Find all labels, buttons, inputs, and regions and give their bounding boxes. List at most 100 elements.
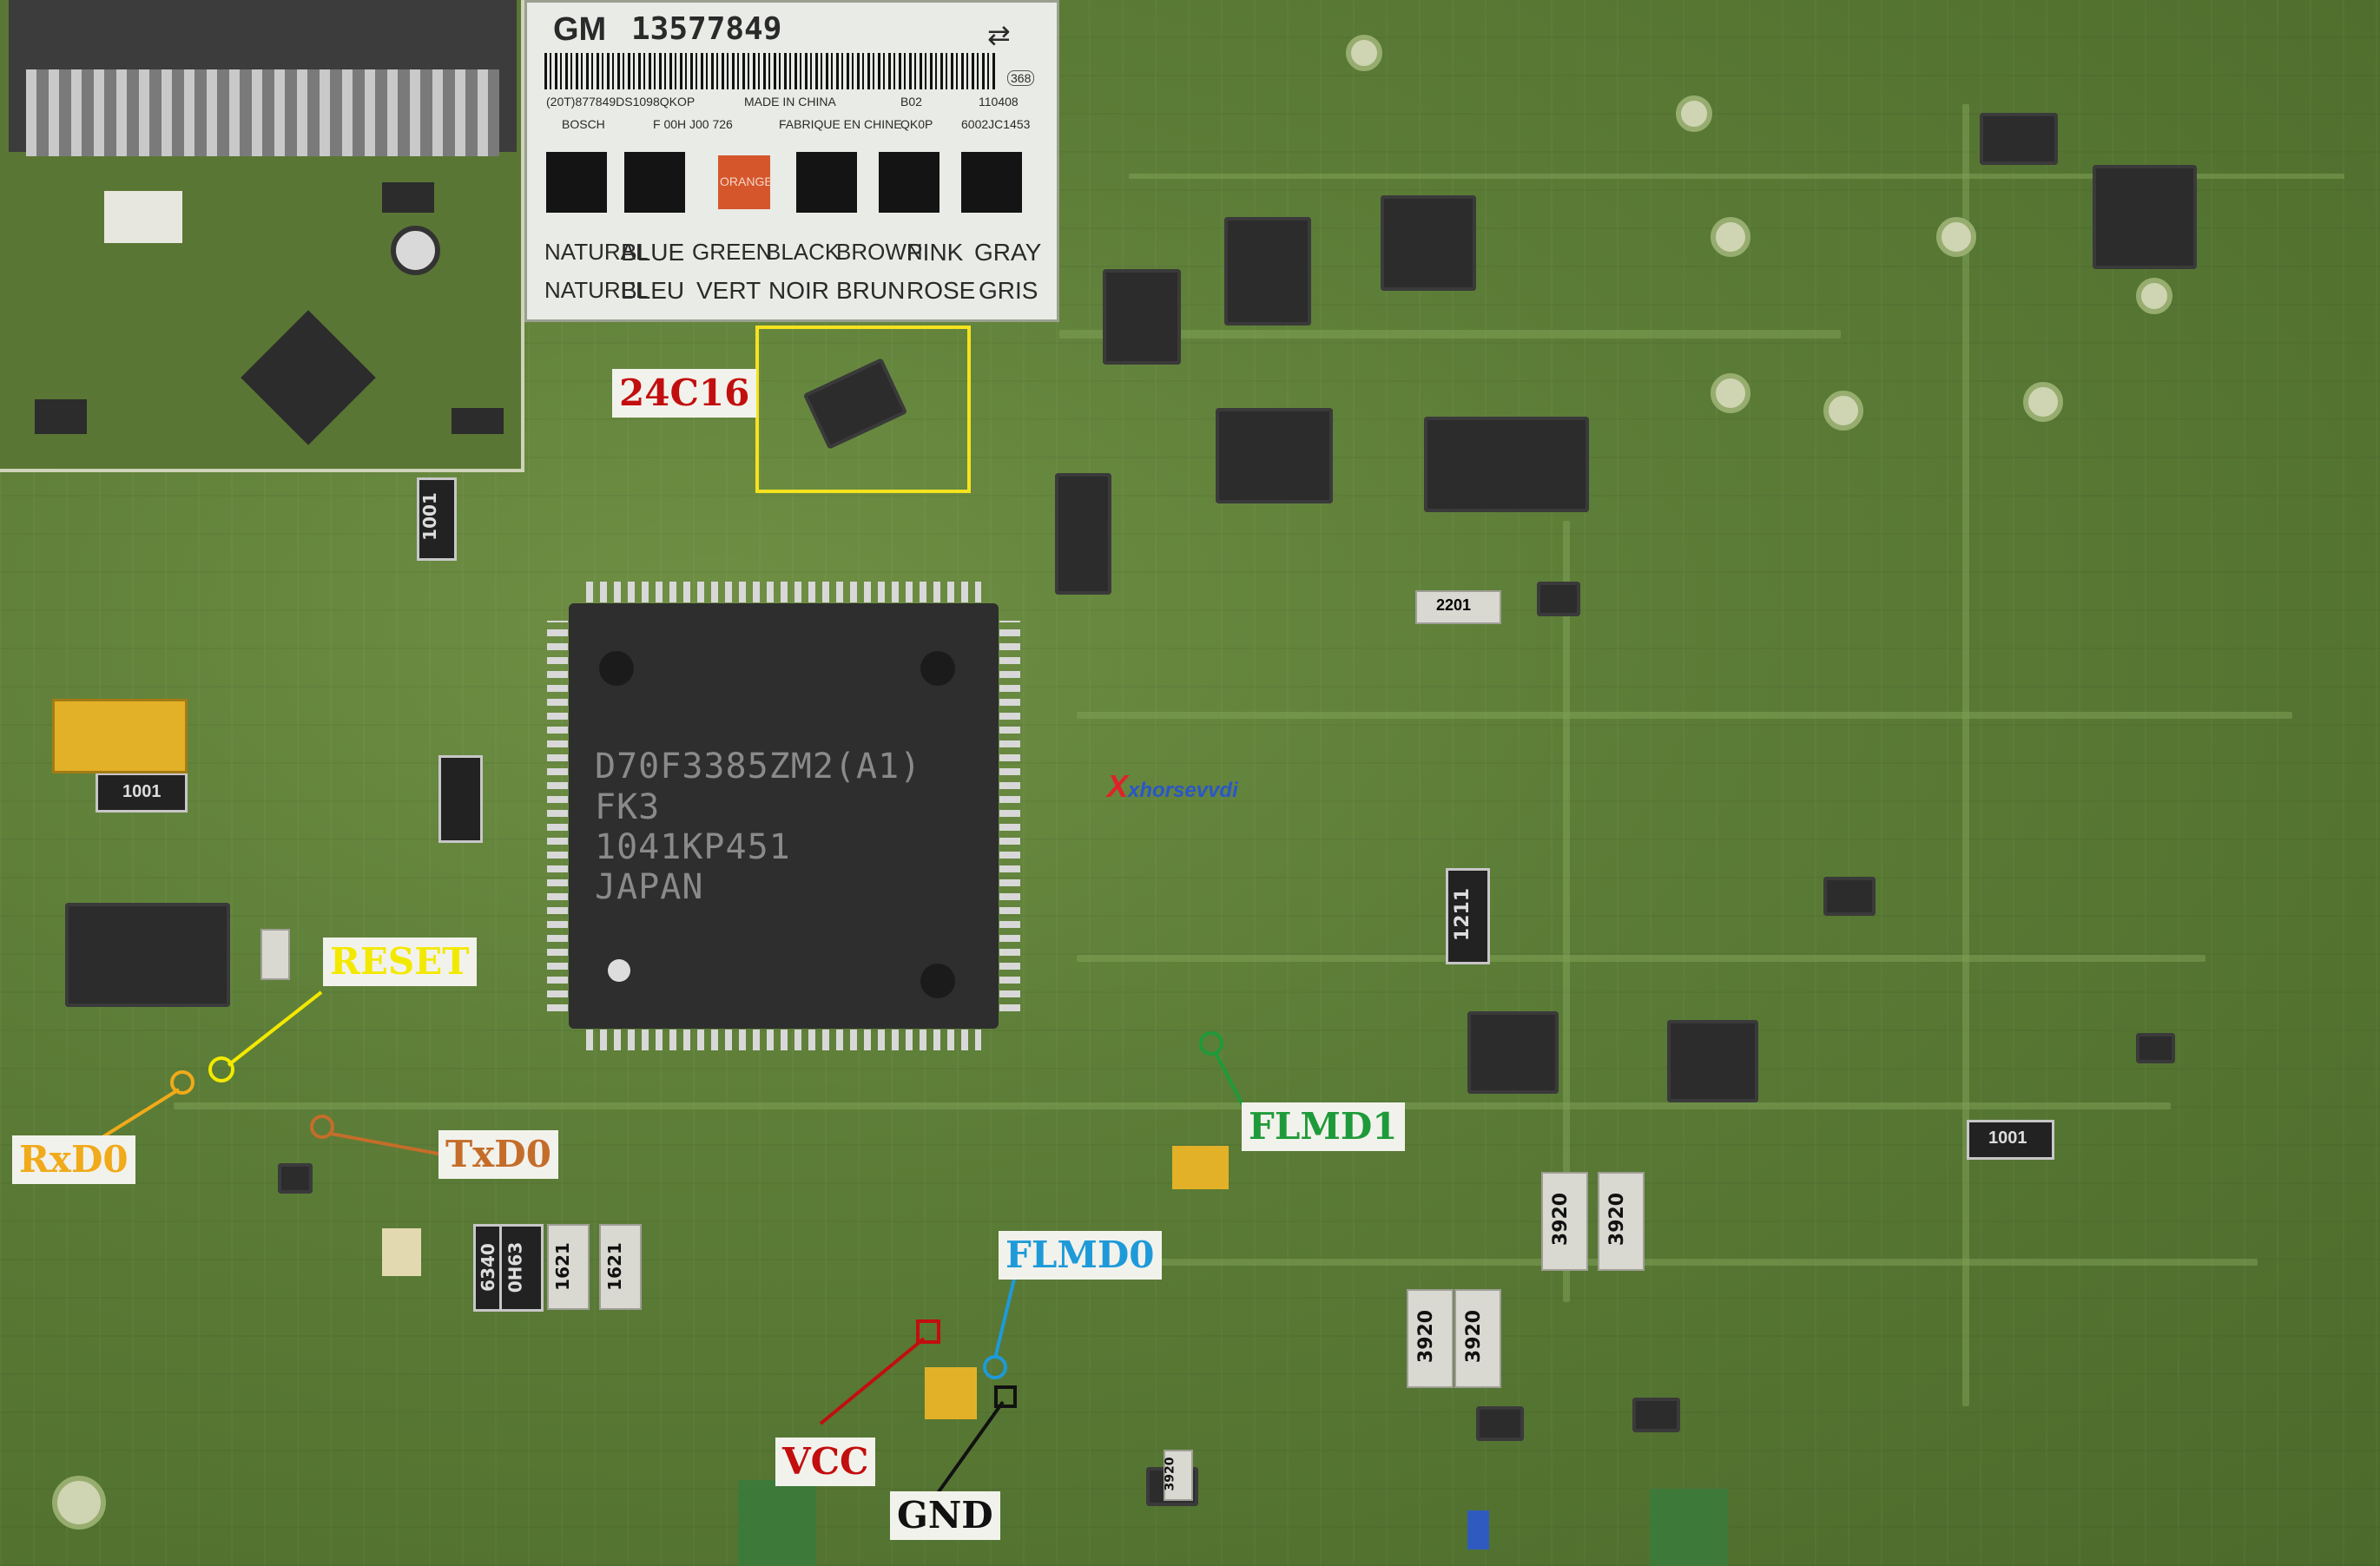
mounting-hole [52,1476,106,1530]
label-part-number: 13577849 [631,11,782,47]
smd-component [1823,877,1876,916]
inset-capacitor [391,226,440,275]
mcu-pins-right [999,621,1020,1011]
mcu-chip: D70F3385ZM2(A1) FK3 1041KP451 JAPAN [569,603,999,1029]
power-transistor [1381,195,1476,291]
power-transistor [1224,217,1311,326]
inset-component [382,182,434,213]
resistor [260,929,290,980]
color-name-en: BROWN [836,239,923,265]
reset-label: RESET [323,938,477,986]
vcc-label: VCC [775,1438,876,1486]
logo-text: xhorsevvdi [1128,779,1238,802]
color-name-fr: NATUREL [544,277,649,303]
vcc-test-point [916,1319,940,1344]
color-name-en: GREEN [692,239,773,265]
barcode [544,53,996,89]
color-swatch-natural [546,152,607,213]
mcu-pins-bottom [586,1030,981,1050]
rxd0-test-point [170,1070,194,1095]
pcb-trace [1042,1259,2258,1266]
soic-chip-left [65,903,230,1007]
capacitor [1467,1510,1489,1550]
tantalum-capacitor [52,699,188,773]
reset-test-point [208,1056,234,1082]
color-swatch-blue [624,152,685,213]
txd0-test-point [310,1115,334,1139]
txd0-label: TxD0 [438,1130,558,1179]
flmd0-label: FLMD0 [999,1231,1162,1280]
power-transistor [1216,408,1333,503]
resistor-marking: 1001 [1988,1128,2027,1148]
vcc-leader [819,1337,926,1425]
color-name-fr: NOIR [768,277,829,304]
connector-pins [26,69,499,156]
resistor: 1211 [1446,868,1490,964]
resistor-marking: 1001 [122,782,162,801]
rxd0-leader [94,1088,181,1143]
mcu-marking: D70F3385ZM2(A1) [595,747,922,786]
color-name-en: BLACK [766,239,841,265]
pcb-trace [1129,174,2344,179]
label-bosch: BOSCH [562,117,605,131]
mcu-marker [599,651,634,686]
pcb-trace [1962,104,1969,1406]
resistor [438,755,483,843]
tantalum-capacitor [1172,1146,1229,1189]
smd-component [278,1163,313,1194]
resistor: 1001 [417,477,457,561]
logo-x: X [1107,768,1129,804]
flmd0-leader [993,1271,1018,1359]
tantalum-capacitor [925,1367,977,1419]
smd-component [1537,582,1580,616]
label-badge: 368 [1007,70,1035,86]
label-code-line: (20T)877849DS1098QKOP [546,95,696,109]
color-name-fr: ROSE [907,277,976,304]
pcb-pad [1346,35,1382,71]
flmd1-test-point [1199,1031,1223,1056]
mcu-pin1-dot [608,959,630,982]
pcb-trace [1059,330,1841,339]
soic-chip [1467,1011,1559,1094]
pcb-trace [1077,955,2205,962]
swatch-orange-text: ORANGE [720,174,773,188]
label-symbol-icon: ⇄ [987,19,1011,50]
capacitor [382,1228,421,1276]
label-made-in: MADE IN CHINA [744,95,836,109]
pcb-pad [1823,391,1863,431]
pcb-pad [1711,217,1750,257]
gnd-leader [936,1400,1005,1495]
color-name-en: PINK [907,239,964,266]
mcu-pins-top [586,582,981,602]
resistor: 3920 [1541,1172,1588,1271]
pcb-pad [1936,217,1976,257]
pcb-trace [1077,712,2292,719]
xhorse-logo: Xxhorsevvdi [1107,768,1238,805]
color-name-en: NATURAL [544,239,649,265]
mcu-marking: FK3 [595,787,661,827]
edge-pad [738,1480,816,1566]
pcb-trace [174,1102,2171,1109]
color-name-en: BLUE [621,239,685,266]
resistor: 1621 [547,1224,590,1310]
smd-component [2136,1033,2175,1063]
pcb-pad [1676,95,1712,132]
color-name-en: GRAY [974,239,1042,266]
resistor: 1001 [1967,1120,2054,1160]
color-name-fr: VERT [696,277,761,304]
resistor: 3920 [1454,1289,1501,1388]
resistor: 3920 [1163,1450,1193,1501]
smd-component [1632,1398,1680,1432]
mcu-marker [920,651,955,686]
label-bosch-number: F 00H J00 726 [653,117,733,131]
power-transistor [2093,165,2197,269]
flmd0-test-point [983,1355,1007,1379]
power-transistor [1424,417,1589,512]
mcu-pins-left [547,621,568,1011]
resistor: 2201 [1415,590,1501,624]
mcu-marking: 1041KP451 [595,827,791,867]
resistor: 0H63 [499,1224,544,1312]
eeprom-label: 24C16 [612,369,757,418]
label-code2: 6002JC1453 [961,117,1031,131]
